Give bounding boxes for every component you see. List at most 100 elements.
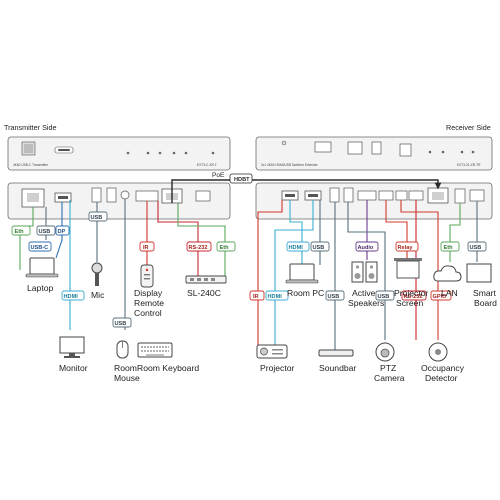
svg-text:DP: DP <box>58 229 66 235</box>
keyboard-icon <box>137 342 173 358</box>
tx-status-leds <box>126 151 215 155</box>
svg-text:GPIO: GPIO <box>433 294 448 300</box>
tx-usb-device-port <box>120 190 130 200</box>
tag-tx-eth: Eth <box>11 225 31 236</box>
smart-board-icon <box>466 263 492 283</box>
svg-text:USB: USB <box>313 245 325 251</box>
poe-label: PoE <box>212 172 225 179</box>
mic-label: Mic <box>91 290 105 300</box>
ir-remote-icon <box>140 264 154 288</box>
tag-rx-rs232: RS-232 <box>401 290 427 301</box>
tag-tx-ir: IR <box>139 241 155 252</box>
svg-text:HDMI: HDMI <box>289 245 304 251</box>
room-mouse-line-2: Mouse <box>114 373 140 383</box>
smart-board-line-1: Smart <box>473 288 497 298</box>
receiver-front-panel: 2x1 4K60 HDMI/USB Switcher Extender EXT3… <box>255 136 493 171</box>
occupancy-detector-icon <box>428 342 448 362</box>
tag-rx-audio: Audio <box>355 241 379 252</box>
tag-rx-usb-soundbar: USB <box>325 290 345 301</box>
rx-audio-out-terminal <box>357 190 377 201</box>
svg-text:Eth: Eth <box>220 245 230 251</box>
tag-rx-relay: Relay <box>395 241 419 252</box>
tag-tx-usb: USB <box>36 225 56 236</box>
projector-screen-line-1: Projector <box>394 288 429 298</box>
tx-usb-port-2 <box>106 187 117 203</box>
lan-label: LAN <box>441 288 458 298</box>
room-keyboard-label: Room Keyboard <box>137 363 199 373</box>
tx-connections <box>19 199 226 330</box>
rx-input-select-button[interactable] <box>371 141 382 155</box>
smart-board-line-2: Board <box>474 298 497 308</box>
monitor-label: Monitor <box>59 363 88 373</box>
speakers-icon <box>351 261 378 283</box>
svg-text:USB: USB <box>39 229 51 235</box>
sl240c-label: SL-240C <box>187 288 221 298</box>
transmitter-side-title: Transmitter Side <box>4 123 56 132</box>
active-speakers-line-2: Speakers <box>348 298 384 308</box>
tag-tx-usb-bottom: USB <box>112 317 132 328</box>
tag-rx-eth: Eth <box>440 241 460 252</box>
sl240c-controller-icon <box>185 275 227 284</box>
tag-tx-usbc: USB-C <box>28 241 52 252</box>
room-pc-icon <box>285 263 319 284</box>
room-pc-label: Room PC <box>287 288 324 298</box>
rx-front-caption: 2x1 4K60 HDMI/USB Switcher Extender <box>261 163 319 167</box>
tx-rs232-terminal <box>135 190 159 202</box>
tag-rx-gpio: GPIO <box>430 290 452 301</box>
laptop-label: Laptop <box>27 283 54 293</box>
rx-relay-terminal <box>378 190 394 201</box>
tag-tx-hdmi: HDMI <box>61 290 85 301</box>
tag-tx-rs232: RS-232 <box>186 241 212 252</box>
ptz-camera-line-2: Camera <box>374 373 405 383</box>
rx-display-button[interactable] <box>399 143 412 157</box>
occupancy-detector-line-2: Detector <box>425 373 458 383</box>
svg-text:IR: IR <box>253 294 259 300</box>
tag-rx-hdmi2: HDMI <box>265 290 289 301</box>
svg-text:Audio: Audio <box>358 245 374 251</box>
tx-front-caption: 4K60 USB-C Transmitter <box>13 163 49 167</box>
rx-usb-port-2 <box>343 187 354 203</box>
tag-tx-dp: DP <box>55 225 70 236</box>
svg-text:HDMI: HDMI <box>64 294 79 300</box>
soundbar-icon <box>318 349 354 357</box>
receiver-side-title: Receiver Side <box>446 123 491 132</box>
tag-rx-usb-right: USB <box>467 241 487 252</box>
rx-usb-port-1 <box>329 187 340 203</box>
lan-cloud-icon <box>433 265 462 282</box>
tag-rx-usb-cam: USB <box>375 290 395 301</box>
projector-screen-icon <box>394 258 422 279</box>
projector-icon <box>256 344 288 359</box>
ptz-camera-icon <box>375 342 395 362</box>
projector-screen-line-2: Screen <box>396 298 423 308</box>
active-speakers-line-1: Active <box>352 288 376 298</box>
svg-text:Eth: Eth <box>444 245 454 251</box>
svg-text:USB-C: USB-C <box>31 245 49 251</box>
room-mouse-line-1: Room <box>114 363 137 373</box>
svg-text:RS-232: RS-232 <box>404 294 423 300</box>
tag-rx-hdmi: HDMI <box>286 241 310 252</box>
svg-text:IR: IR <box>143 245 149 251</box>
transmitter-rear-panel <box>7 182 231 220</box>
receiver-rear-panel <box>255 182 493 220</box>
rx-eth-port <box>454 188 466 204</box>
tag-rx-usb: USB <box>310 241 330 252</box>
rx-front-hdmi-port <box>314 141 332 153</box>
svg-text:Relay: Relay <box>398 245 414 251</box>
mic-icon <box>91 262 103 286</box>
mouse-icon <box>116 340 129 359</box>
tag-tx-usb-mic: USB <box>88 211 108 222</box>
svg-text:USB: USB <box>470 245 482 251</box>
rx-front-usb-port <box>347 141 363 155</box>
display-remote-line-3: Control <box>134 308 162 318</box>
tx-usb-port-1 <box>91 187 102 203</box>
tag-rx-ir: IR <box>249 290 265 301</box>
svg-text:USB: USB <box>328 294 340 300</box>
soundbar-label: Soundbar <box>319 363 356 373</box>
rx-rs232-terminal <box>408 190 424 201</box>
projector-label: Projector <box>260 363 295 373</box>
rx-power-terminal <box>469 189 485 202</box>
ptz-camera-line-1: PTZ <box>380 363 396 373</box>
tag-tx-eth2: Eth <box>216 241 236 252</box>
hdbt-link: PoE HDBT <box>171 172 442 203</box>
